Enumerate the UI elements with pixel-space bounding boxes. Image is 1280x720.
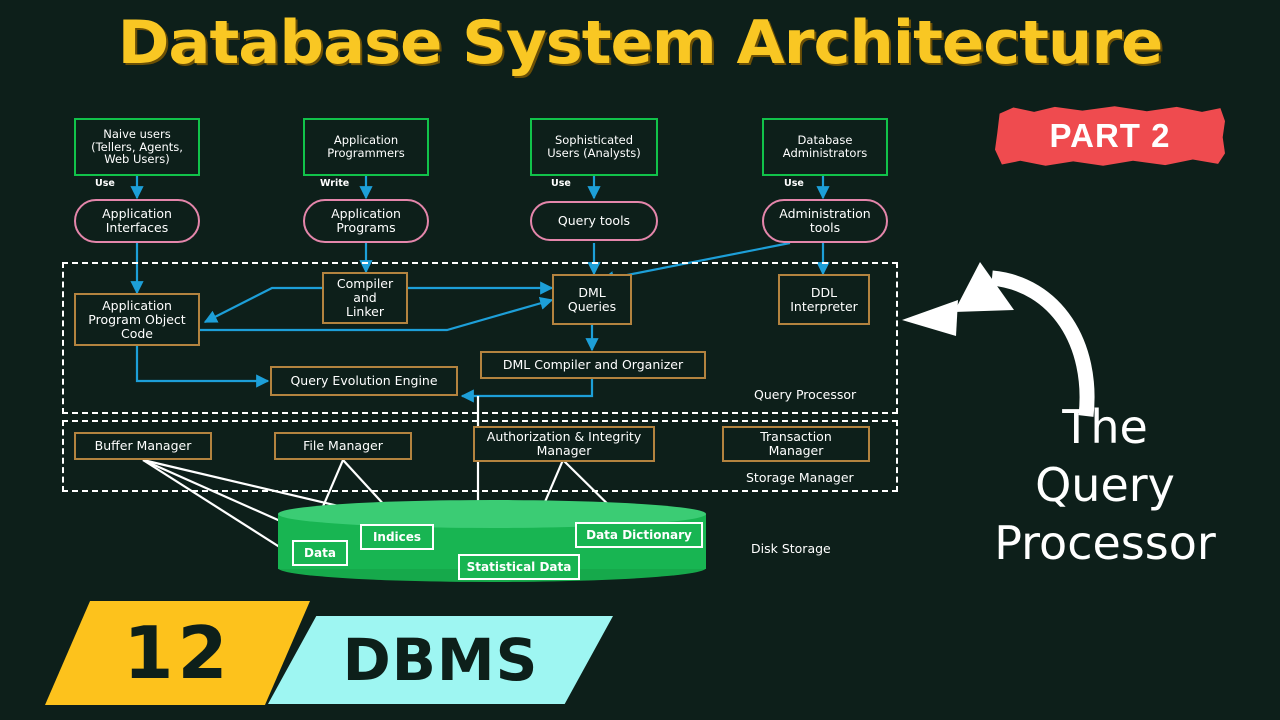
module-label: DML Compiler and Organizer — [502, 357, 684, 372]
user-box-label: Sophisticated Users (Analysts) — [547, 133, 641, 160]
bottom-banner: 12 DBMS — [0, 598, 640, 708]
module-label: Authorization & Integrity Manager — [486, 429, 642, 458]
module-buffer-manager: Buffer Manager — [74, 432, 212, 460]
callout-line-2: Query — [1035, 458, 1175, 512]
tool-administration-tools: Administration tools — [762, 199, 888, 243]
user-box-label: Naive users (Tellers, Agents, Web Users) — [91, 126, 183, 167]
edge-label-use-1: Use — [95, 178, 115, 189]
disk-storage-caption: Disk Storage — [751, 541, 831, 556]
tool-application-programs: Application Programs — [303, 199, 429, 243]
module-label: Compiler and Linker — [336, 276, 394, 319]
disk-item-indices: Indices — [360, 524, 434, 550]
module-dml-queries: DML Queries — [552, 274, 632, 325]
storage-manager-region — [62, 420, 898, 492]
module-dml-compiler-and-organizer: DML Compiler and Organizer — [480, 351, 706, 379]
module-transaction-manager: Transaction Manager — [722, 426, 870, 462]
module-label: Buffer Manager — [94, 438, 192, 453]
user-box-database-administrators: Database Administrators — [762, 118, 888, 176]
module-query-evolution-engine: Query Evolution Engine — [270, 366, 458, 396]
module-label: DDL Interpreter — [790, 284, 858, 314]
disk-item-data: Data — [292, 540, 348, 566]
part-badge-label: PART 2 — [1049, 117, 1171, 154]
query-processor-region-label: Query Processor — [748, 385, 863, 404]
page-title: Database System Architecture — [117, 8, 1164, 78]
query-processor-region — [62, 262, 898, 414]
storage-manager-region-label: Storage Manager — [740, 468, 860, 487]
part-badge-brush — [995, 106, 1225, 166]
tool-query-tools: Query tools — [530, 201, 658, 241]
tool-label: Query tools — [557, 213, 631, 228]
user-box-label: Database Administrators — [782, 133, 868, 160]
edge-label-use-3: Use — [784, 178, 804, 189]
edge-label-use-2: Use — [551, 178, 571, 189]
callout-line-3: Processor — [994, 516, 1216, 570]
callout-line-1: The — [1062, 400, 1148, 454]
disk-item-statistical-data: Statistical Data — [458, 554, 580, 580]
banner-number: 12 — [123, 611, 232, 695]
user-box-sophisticated-users: Sophisticated Users (Analysts) — [530, 118, 658, 176]
callout-text: The Query Processor — [955, 398, 1255, 572]
callout-arrow-icon — [902, 262, 1095, 417]
user-box-application-programmers: Application Programmers — [303, 118, 429, 176]
banner-subject: DBMS — [342, 626, 539, 694]
banner-number-shape — [45, 601, 310, 705]
edge-label-write: Write — [320, 178, 350, 189]
tool-label: Application Programs — [331, 206, 401, 235]
tool-application-interfaces: Application Interfaces — [74, 199, 200, 243]
disk-item-data-dictionary: Data Dictionary — [575, 522, 703, 548]
module-label: Application Program Object Code — [88, 297, 186, 341]
module-authorization-integrity-manager: Authorization & Integrity Manager — [473, 426, 655, 462]
module-label: DML Queries — [567, 284, 617, 314]
module-label: File Manager — [303, 438, 383, 453]
user-box-label: Application Programmers — [327, 133, 405, 160]
user-box-naive-users: Naive users (Tellers, Agents, Web Users) — [74, 118, 200, 176]
module-file-manager: File Manager — [274, 432, 412, 460]
part-badge: PART 2 — [995, 105, 1225, 167]
module-ddl-interpreter: DDL Interpreter — [778, 274, 870, 325]
tool-label: Administration tools — [779, 206, 871, 235]
module-compiler-and-linker: Compiler and Linker — [322, 272, 408, 324]
module-application-program-object-code: Application Program Object Code — [74, 293, 200, 346]
module-label: Query Evolution Engine — [290, 373, 438, 388]
banner-subject-shape — [268, 616, 613, 704]
module-label: Transaction Manager — [760, 429, 832, 458]
tool-label: Application Interfaces — [102, 206, 172, 235]
